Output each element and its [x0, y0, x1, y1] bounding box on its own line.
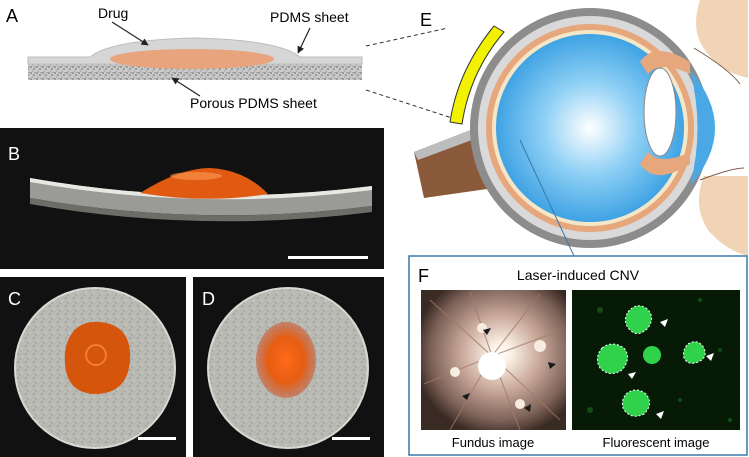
panel-letter-d: D	[202, 289, 215, 309]
fluorescent-caption: Fluorescent image	[603, 435, 710, 450]
lens	[643, 67, 677, 157]
panel-c: C	[0, 277, 186, 457]
lower-eyelid	[698, 176, 748, 256]
drug-spot-c	[64, 321, 131, 395]
panel-letter-b: B	[8, 144, 20, 164]
drug-bulge	[140, 168, 268, 199]
upper-eyelid	[696, 0, 748, 78]
scale-bar-b	[288, 256, 368, 259]
panel-letter-e: E	[420, 10, 432, 30]
drug-reservoir	[110, 49, 274, 69]
panel-b: B	[0, 128, 384, 269]
implant	[449, 25, 505, 125]
drug-spot-d	[256, 322, 316, 398]
connector-line	[519, 139, 575, 257]
pdms-sheet-label: PDMS sheet	[270, 9, 349, 25]
fundus-arrowheads	[462, 328, 556, 412]
fundus-caption: Fundus image	[452, 435, 534, 450]
scale-bar-d	[332, 437, 370, 440]
porous-pdms-sheet	[28, 64, 362, 80]
zoom-line-bottom	[365, 89, 453, 119]
vitreous-body	[496, 34, 684, 222]
panel-a: A Drug PDMS sheet Porous PDMS sheet	[6, 5, 363, 111]
panel-letter-a: A	[6, 6, 18, 26]
panel-e: E	[365, 0, 748, 257]
panel-f-title: Laser-induced CNV	[517, 267, 640, 283]
cnv-lesions	[596, 305, 706, 417]
zoom-line-top	[365, 27, 449, 47]
pdms-sheet-arrow	[297, 27, 311, 54]
drug-arrow	[111, 21, 149, 46]
panel-d: D	[193, 277, 384, 457]
drug-label: Drug	[98, 5, 128, 21]
porous-label: Porous PDMS sheet	[190, 95, 317, 111]
fluorescent-arrowheads	[628, 319, 714, 419]
scale-bar-c	[138, 437, 176, 440]
panel-f: F Laser-induced CNV	[408, 255, 748, 456]
optic-disc	[478, 352, 506, 380]
porous-arrow	[171, 77, 201, 97]
cornea	[690, 70, 715, 186]
panel-letter-c: C	[8, 289, 21, 309]
panel-letter-f: F	[418, 266, 429, 286]
